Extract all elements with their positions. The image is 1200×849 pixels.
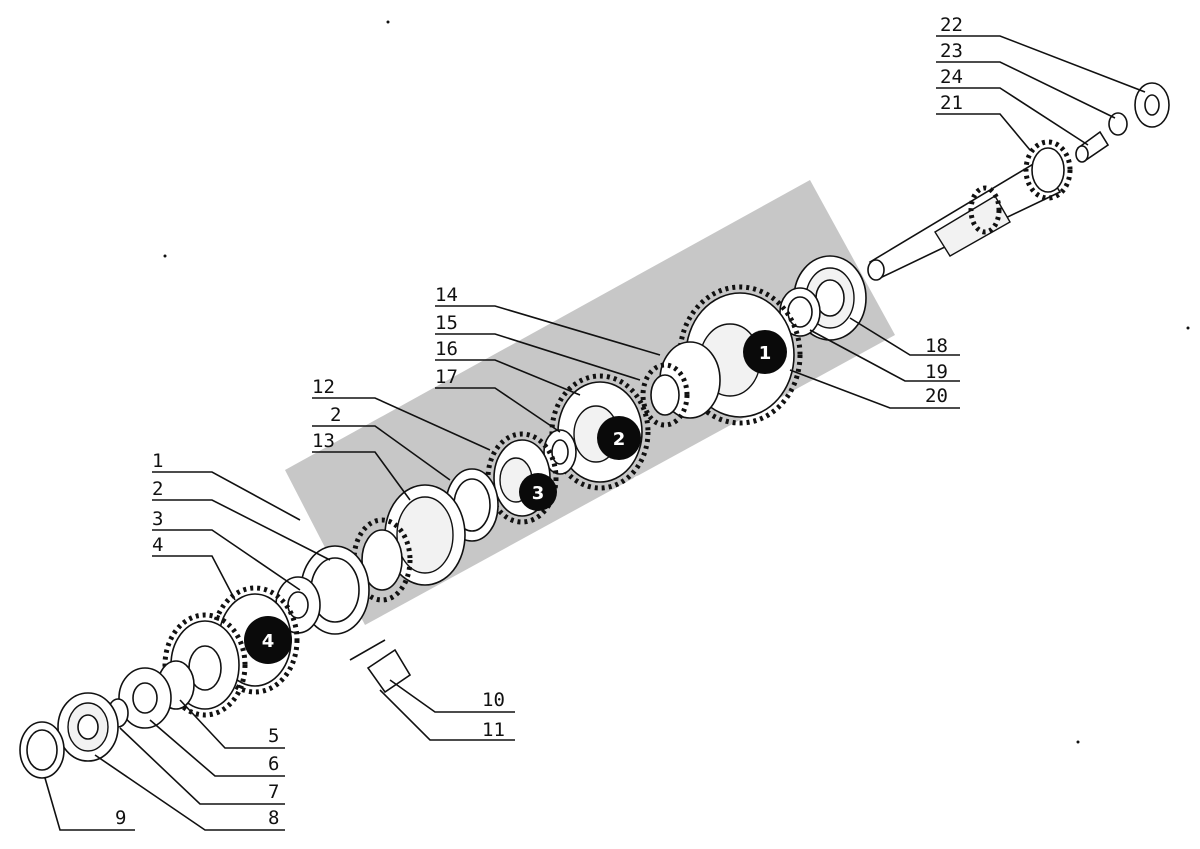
callout-label: 11	[482, 719, 505, 741]
bearing-6	[118, 667, 172, 729]
snap-ring-9	[19, 721, 65, 779]
badge-circle	[597, 416, 641, 460]
callout-label: 19	[925, 361, 948, 383]
badge-circle	[244, 616, 292, 664]
callout-label: 7	[268, 781, 279, 803]
callout-label: 10	[482, 689, 505, 711]
callout-label: 2	[330, 404, 341, 426]
ring-17	[543, 429, 577, 475]
callout-label: 2	[152, 478, 163, 500]
main-shaft	[867, 139, 1073, 281]
callout-label: 16	[435, 338, 458, 360]
callout-label: 24	[940, 66, 963, 88]
callout-label: 18	[925, 335, 948, 357]
callout-label: 6	[268, 753, 279, 775]
speckles	[163, 20, 1190, 744]
leader-lines	[44, 35, 1146, 831]
callout-label: 4	[152, 534, 163, 556]
badge-label: 2	[613, 429, 626, 450]
callout-label: 1	[152, 450, 163, 472]
synchro-hub-14	[640, 341, 721, 428]
callout-label: 14	[435, 284, 458, 306]
badge-circle	[519, 473, 557, 511]
callout-labels: 1 2 3 4 5 6 7 8 9 10 11 12 2 13 14 15 16…	[115, 14, 963, 829]
bearing-8	[57, 692, 119, 762]
callout-label: 22	[940, 14, 963, 36]
badge-label: 4	[262, 631, 275, 652]
badge-label: 3	[532, 483, 545, 504]
callout-label: 13	[312, 430, 335, 452]
badge-label: 1	[759, 343, 772, 364]
end-washer-22	[1134, 82, 1170, 128]
callout-label: 8	[268, 807, 279, 829]
callout-label: 3	[152, 508, 163, 530]
pin-24	[1075, 130, 1110, 163]
ring-19	[779, 287, 821, 337]
needle-cage-23	[1108, 112, 1128, 136]
callout-label: 23	[940, 40, 963, 62]
key-10-11	[349, 639, 412, 694]
badges: 1 2 3 4	[244, 330, 787, 664]
callout-label: 17	[435, 366, 458, 388]
callout-label: 15	[435, 312, 458, 334]
callout-label: 5	[268, 725, 279, 747]
callout-label: 12	[312, 376, 335, 398]
callout-label: 21	[940, 92, 963, 114]
badge-circle	[743, 330, 787, 374]
callout-label: 20	[925, 385, 948, 407]
callout-label: 9	[115, 807, 126, 829]
